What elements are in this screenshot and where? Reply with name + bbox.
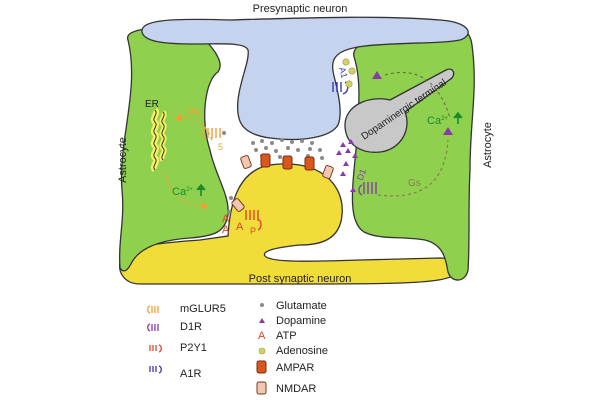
ca-label-right: Ca2+ [427, 111, 463, 127]
p2y1-receptor: P [245, 210, 262, 236]
dopaminergic-terminal [344, 68, 455, 153]
presynaptic-title: Presynaptic neuron [253, 3, 348, 15]
postsynaptic-title: Post synaptic neuron [249, 273, 352, 285]
svg-text:P: P [250, 226, 256, 236]
ampar-receptor [260, 153, 271, 168]
p2y1-icon [149, 344, 162, 353]
mglur5-icon [147, 305, 159, 314]
nmdar-icon [256, 381, 267, 395]
svg-text:A1: A1 [337, 66, 350, 79]
svg-text:D1R: D1R [180, 321, 202, 333]
mglur5-receptor: 5 [202, 127, 223, 152]
receptor-row [231, 153, 334, 212]
dopamine-cluster [336, 71, 453, 192]
presynaptic-neuron [141, 16, 469, 141]
legend-item-mglur5: mGLUR5 [147, 303, 226, 315]
adenosine-cluster [342, 58, 356, 88]
legend-receptors: mGLUR5 D1R P2Y1 A1R [147, 303, 226, 380]
a1r-icon [149, 365, 162, 374]
astrocyte-left-label: Astrocyte [117, 137, 129, 183]
d1r-icon [147, 323, 159, 332]
nmdar-receptor [322, 165, 334, 179]
a1r-receptor: A1 [332, 66, 350, 95]
legend-molecules: Glutamate Dopamine A ATP Adenosine AMPAR… [256, 300, 328, 395]
svg-text:Ca2+: Ca2+ [427, 115, 448, 127]
dopamine-path-top [384, 71, 451, 119]
gq-label: Gq [186, 106, 199, 117]
dopamine-icon [259, 318, 265, 323]
ca-up-arrow-right [453, 111, 463, 124]
gs-label: Gs [408, 178, 421, 189]
svg-text:A: A [222, 224, 230, 236]
legend-item-atp: A ATP [258, 330, 297, 342]
legend-item-dopamine: Dopamine [259, 315, 326, 327]
glutamate-icon [260, 303, 264, 307]
nmdar-receptor [231, 198, 245, 212]
ca-up-arrow-left [196, 183, 206, 196]
svg-text:Adenosine: Adenosine [276, 345, 328, 357]
svg-text:A1R: A1R [180, 368, 201, 380]
er-label: ER [145, 99, 159, 110]
svg-text:A: A [222, 213, 230, 225]
legend-item-p2y1: P2Y1 [149, 342, 207, 354]
legend-item-ampar: AMPAR [256, 360, 314, 374]
svg-text:AMPAR: AMPAR [276, 362, 314, 374]
legend-item-glutamate: Glutamate [260, 300, 327, 312]
legend-item-d1r: D1R [147, 321, 202, 333]
svg-text:Dopamine: Dopamine [276, 315, 326, 327]
ampar-receptor [304, 156, 315, 171]
svg-text:ATP: ATP [276, 330, 297, 342]
astrocyte-right-label: Astrocyte [482, 122, 494, 168]
svg-text:Glutamate: Glutamate [276, 300, 327, 312]
postsynaptic-neuron [118, 163, 456, 285]
atp-cluster: A A A [222, 213, 244, 236]
astrocyte-left [118, 27, 229, 272]
ampar-receptor [282, 155, 293, 170]
svg-text:A: A [236, 221, 244, 233]
svg-text:P2Y1: P2Y1 [180, 342, 207, 354]
svg-text:NMDAR: NMDAR [276, 383, 316, 395]
svg-text:D1: D1 [355, 168, 368, 182]
gs-arrow [377, 139, 449, 197]
astrocyte-right [351, 27, 475, 281]
atp-icon: A [258, 330, 266, 342]
nmdar-receptor [240, 155, 252, 169]
legend-item-a1r: A1R [149, 365, 201, 380]
svg-text:5: 5 [218, 142, 223, 152]
er-icon [150, 107, 167, 173]
adenosine-icon [258, 347, 266, 355]
ca-label-left: Ca2+ [172, 183, 206, 198]
legend-item-adenosine: Adenosine [258, 345, 328, 357]
svg-text:mGLUR5: mGLUR5 [180, 303, 226, 315]
ampar-icon [256, 360, 267, 374]
legend-item-nmdar: NMDAR [256, 381, 316, 395]
svg-text:Ca2+: Ca2+ [172, 186, 193, 198]
d1r-receptor: D1 [355, 168, 377, 196]
